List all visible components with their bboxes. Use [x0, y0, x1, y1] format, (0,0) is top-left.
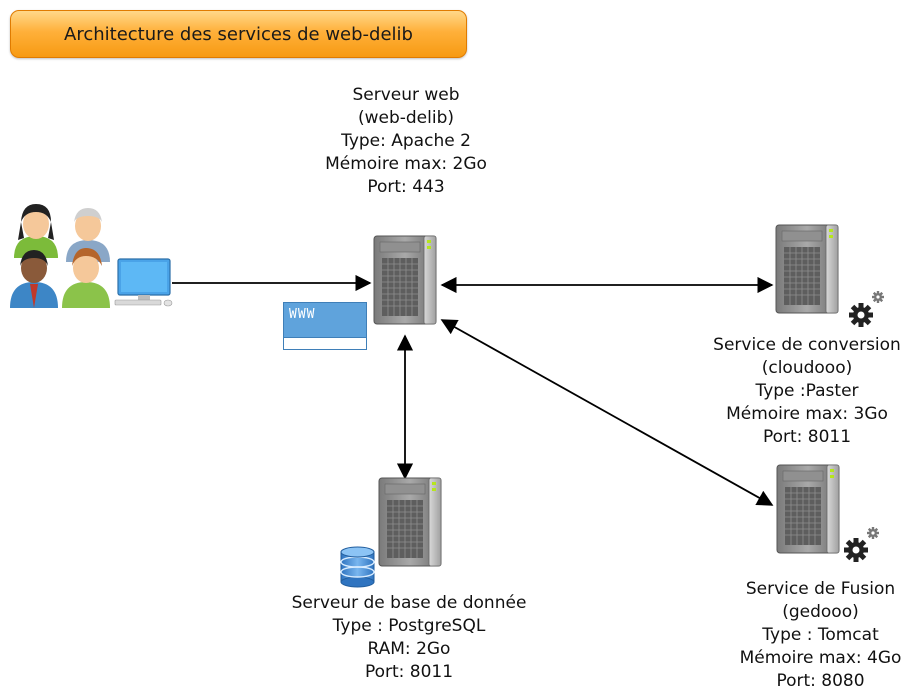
- link-web-fusion: [440, 319, 774, 506]
- database-icon: [340, 546, 375, 588]
- fusion-gear-small-icon: [867, 527, 879, 539]
- fusion-service-label: Service de Fusion (gedooo) Type : Tomcat…: [717, 578, 924, 693]
- database-server-label: Serveur de base de donnée Type : Postgre…: [260, 592, 558, 684]
- fusion-gear-icon: [844, 538, 868, 562]
- conversion-service-type: Type :Paster: [755, 381, 859, 401]
- database-server-port: Port: 8011: [364, 662, 454, 682]
- www-browser-icon: WWW: [283, 302, 367, 350]
- fusion-service-type: Type : Tomcat: [762, 625, 879, 645]
- fusion-service-name: Service de Fusion: [745, 579, 896, 599]
- database-server-icon: [378, 477, 442, 567]
- conversion-gear-icon: [849, 303, 873, 327]
- www-label: WWW: [289, 307, 316, 322]
- database-server-type: Type : PostgreSQL: [332, 616, 486, 636]
- computer-icon: [114, 258, 173, 307]
- fusion-service-port: Port: 8080: [776, 671, 865, 691]
- fusion-service-memory: Mémoire max: 4Go: [739, 648, 902, 668]
- database-server-ram: RAM: 2Go: [367, 639, 451, 659]
- web-server-icon: [373, 235, 437, 325]
- users-group-icon: [10, 204, 110, 308]
- conversion-service-memory: Mémoire max: 3Go: [726, 404, 888, 424]
- web-server-name: Serveur web: [352, 85, 460, 105]
- www-address-bar: [284, 337, 366, 349]
- web-server-app: (web-delib): [357, 108, 455, 128]
- conversion-server-icon: [775, 224, 839, 314]
- conversion-gear-small-icon: [872, 291, 884, 303]
- diagram-title: Architecture des services de web-delib: [10, 10, 467, 58]
- web-server-label: Serveur web (web-delib) Type: Apache 2 M…: [306, 84, 506, 199]
- fusion-service-app: (gedooo): [782, 602, 859, 622]
- conversion-service-app: (cloudooo): [761, 358, 853, 378]
- conversion-service-port: Port: 8011: [762, 427, 852, 447]
- web-server-port: Port: 443: [367, 177, 445, 197]
- fusion-server-icon: [776, 464, 840, 554]
- web-server-memory: Mémoire max: 2Go: [325, 154, 487, 174]
- conversion-service-name: Service de conversion: [713, 335, 901, 355]
- database-server-name: Serveur de base de donnée: [291, 593, 527, 613]
- conversion-service-label: Service de conversion (cloudooo) Type :P…: [690, 334, 924, 449]
- web-server-type: Type: Apache 2: [341, 131, 471, 151]
